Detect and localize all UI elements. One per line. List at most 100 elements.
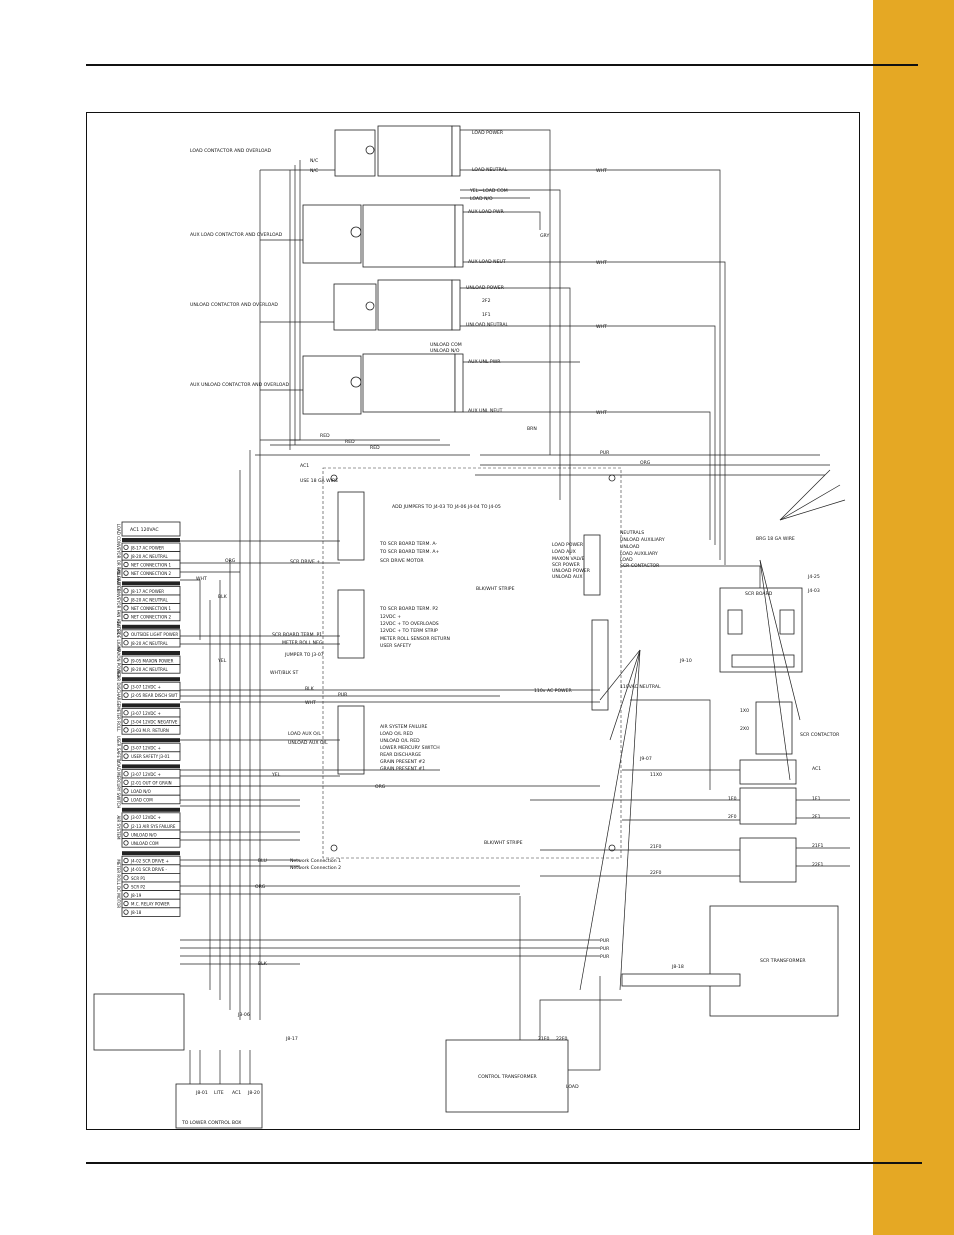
- j3-connector: [337, 589, 365, 659]
- strip-row-label: J8-17 AC POWER: [130, 589, 164, 594]
- strip-row-label: UNLOAD N/O: [131, 832, 157, 837]
- terminal-screw-icon: [123, 553, 129, 559]
- strip-row-label: LOAD COM: [131, 798, 153, 803]
- strip-group-label: MAXON POWER: [116, 647, 121, 678]
- j2-label-1: LOAD O/L RED: [380, 731, 413, 737]
- j5-right-0: NEUTRALS: [620, 530, 644, 536]
- rs-j4-25: J4-25: [807, 574, 820, 580]
- rs-11x0: 11X0: [650, 772, 662, 778]
- section-tab: [873, 0, 954, 1235]
- load-power-label: LOAD POWER: [472, 130, 504, 136]
- strip-row: [121, 568, 181, 578]
- terminal-screw-icon: [123, 814, 129, 820]
- strip-row-label: NET CONNECTION 2: [131, 615, 172, 620]
- j5-right-4: LOAD: [620, 557, 633, 563]
- rs-21f1: 21F1: [812, 843, 823, 849]
- scr-transformer: [709, 905, 839, 1017]
- strip-row-label: J2-05 REAR DISCH SWT: [130, 693, 178, 698]
- strip-group-separator: [122, 764, 180, 769]
- strip-group-separator: [122, 807, 180, 812]
- bottom-rule: [86, 1162, 922, 1164]
- j8-terminal-bar: [621, 973, 741, 987]
- terminal-screw-icon: [123, 710, 129, 716]
- load-contactor: LOAD CONTACTOR AND OVERLOAD LOAD POWER L…: [190, 125, 508, 177]
- unload-contactor-title: UNLOAD CONTACTOR AND OVERLOAD: [190, 302, 278, 308]
- wire-pur-mid: PUR: [338, 692, 348, 698]
- j4-label-1: TO SCR BOARD TERM. A+: [379, 549, 440, 555]
- rs-ac1: AC1: [812, 766, 821, 772]
- terminal-screw-icon: [123, 605, 129, 611]
- mid-label-2: METER ROLL NEG: [282, 640, 323, 646]
- mid-label-0: SCR DRIVE +: [290, 559, 320, 565]
- wire-2f1: 2F2: [482, 298, 491, 304]
- wire-brn: BRN: [527, 426, 537, 432]
- strip-row-label: J8-17 AC POWER: [130, 545, 164, 550]
- aux-unload-contactor-title: AUX UNLOAD CONTACTOR AND OVERLOAD: [190, 382, 289, 388]
- wire-red-1: RED: [320, 433, 330, 439]
- j2-label-6: GRAIN PRESENT #1: [380, 766, 425, 772]
- terminal-screw-icon: [123, 666, 129, 672]
- load-contactor-title: LOAD CONTACTOR AND OVERLOAD: [190, 148, 272, 154]
- terminal-block-lower: [93, 993, 185, 1051]
- strip-row-label: NET CONNECTION 1: [131, 606, 172, 611]
- wire-pur-low1: PUR: [600, 938, 610, 944]
- strip-row-label: J8-20 AC NEUTRAL: [130, 641, 169, 646]
- j6-label-0: 110v AC POWER: [534, 688, 573, 694]
- strip-row-label: USER SAFETY J3-01: [131, 754, 170, 759]
- j5-label-2: MAXON VALVE: [552, 556, 585, 562]
- j3-label-3: 12VDC + TO TERM STRIP: [380, 628, 438, 634]
- strip-row-label: UNLOAD COM: [131, 841, 159, 846]
- j2-label-0: AIR SYSTEM FAILURE: [380, 724, 428, 730]
- strip-row-label: J3-07 12VDC +: [130, 772, 161, 777]
- j5-right-2: UNLOAD: [620, 544, 640, 550]
- bottom-area: J8-18 CONTROL TRANSFORMER 21F0 22F0 LOAD…: [93, 896, 741, 1129]
- mid-label-8: BLK/WHT STRIPE: [476, 586, 515, 592]
- wire-load-com: YEL—LOAD COM: [469, 188, 508, 194]
- wire-red-3: RED: [370, 445, 380, 451]
- wire-blk-low: BLK: [258, 961, 268, 967]
- bottom-load: LOAD: [566, 1084, 579, 1090]
- strip-group-label: UNLOAD CONVEYOR FAN HEATER: [116, 568, 121, 635]
- terminal-screw-icon: [123, 866, 129, 872]
- wire-wht-3: WHT: [596, 324, 607, 330]
- scr-transformer-label: SCR TRANSFORMER: [760, 958, 806, 964]
- note-jumpers: ADD JUMPERS TO J4-03 TO J4-06 J4-04 TO J…: [392, 504, 501, 510]
- wire-blk-mid: BLK: [305, 686, 315, 692]
- strip-row-label: J3-07 12VDC +: [130, 815, 161, 820]
- aux-unload-contactor: AUX UNLOAD CONTACTOR AND OVERLOAD AUX UN…: [190, 353, 503, 415]
- right-side: SCR BOARD SCR CONTACTOR SCR TRANSFORMER …: [530, 469, 850, 1017]
- j2-label-2: UNLOAD O/L RED: [380, 738, 420, 744]
- strip-group-separator: [122, 651, 180, 655]
- wire-ac1-top: AC1: [300, 463, 309, 469]
- terminal-screw-icon: [123, 631, 129, 637]
- terminal-screw-icon: [123, 788, 129, 794]
- terminal-screw-icon: [123, 561, 129, 568]
- unload-contactor: UNLOAD CONTACTOR AND OVERLOAD UNLOAD POW…: [190, 279, 509, 331]
- j2-connector: [337, 705, 365, 775]
- terminal-screw-icon: [123, 883, 129, 889]
- rs-2f0: 2F0: [728, 814, 737, 820]
- terminal-screw-icon: [123, 657, 129, 663]
- j3-label-1: 12VDC +: [380, 614, 401, 620]
- rs-1x0: 1X0: [740, 708, 749, 714]
- j6-connector: [591, 619, 609, 711]
- strip-row-label: J8-18: [130, 910, 142, 915]
- unload-neutral-label: UNLOAD NEUTRAL: [466, 322, 509, 328]
- strip-group-label: AIR SYSTEM: [116, 816, 121, 840]
- strip-row: [121, 611, 181, 622]
- strip-wiring: ORG WHT BLK YEL BLK PUR WHT YEL ORG ORG …: [180, 170, 610, 1020]
- control-transformer: [445, 1039, 569, 1113]
- jumper-note: BRG 18 GA WIRE: [756, 536, 795, 542]
- strip-header-box: [121, 521, 181, 537]
- strip-row-label: OUTSIDE LIGHT POWER: [131, 632, 178, 637]
- wire-nc-2: N/C: [310, 168, 318, 174]
- scr-contactor-label: SCR CONTACTOR: [800, 732, 840, 738]
- strip-row-label: J2-01 OUT OF GRAIN: [130, 780, 172, 785]
- j2-label-4: REAR DISCHARGE: [380, 752, 421, 758]
- strip-row-label: LOAD N/O: [131, 789, 151, 794]
- terminal-screw-icon: [123, 613, 129, 620]
- strip-group-separator: [122, 624, 180, 629]
- note-wire-gauge: USE 18 GA WIRE: [300, 478, 338, 484]
- strip-group-separator: [122, 703, 180, 708]
- rs-2x0: 2X0: [740, 726, 749, 732]
